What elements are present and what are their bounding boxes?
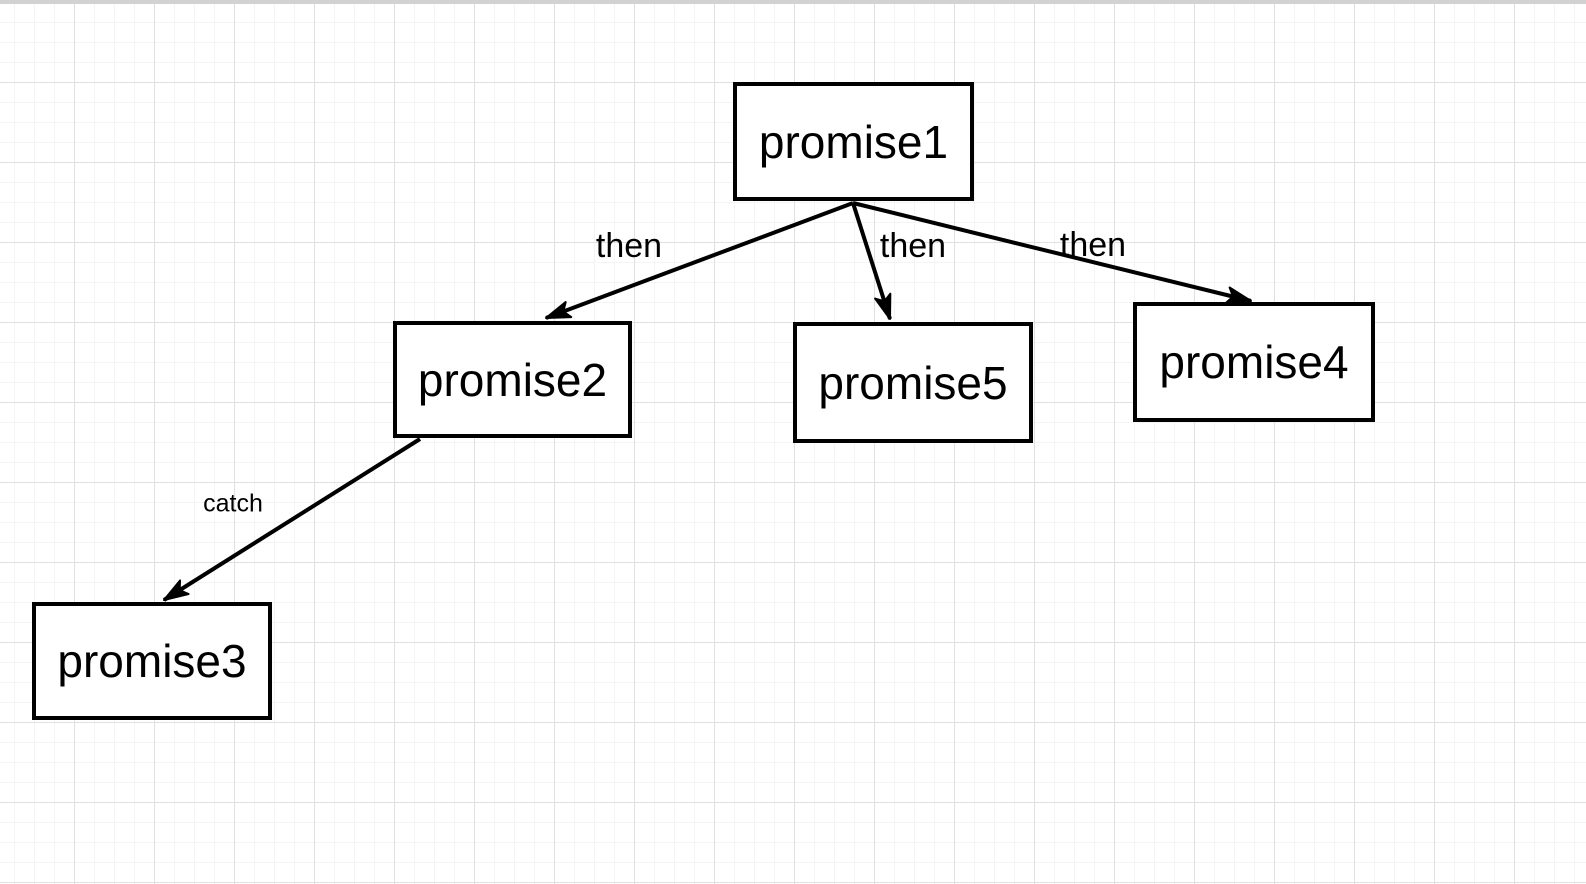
node-promise2-label: promise2	[417, 353, 608, 406]
node-promise3[interactable]: promise3	[32, 602, 272, 720]
edge-catch-promise2-promise3[interactable]	[162, 437, 422, 602]
edge-then-promise1-promise5[interactable]	[851, 202, 892, 320]
node-promise5[interactable]: promise5	[793, 322, 1033, 443]
edge-then-promise1-promise4[interactable]	[852, 201, 1252, 305]
node-promise4[interactable]: promise4	[1133, 302, 1375, 422]
edge-label-catch: catch	[203, 489, 263, 518]
edge-label-then-1: then	[595, 227, 663, 265]
node-promise2[interactable]: promise2	[393, 321, 632, 438]
edge-label-then-2: then	[879, 227, 947, 265]
node-promise3-label: promise3	[57, 635, 247, 687]
node-promise1[interactable]: promise1	[733, 82, 974, 201]
canvas-top-edge-strip	[0, 0, 1586, 4]
node-promise1-label: promise1	[758, 115, 949, 168]
edge-then-promise1-promise2[interactable]	[545, 201, 854, 320]
node-promise4-label: promise4	[1159, 336, 1349, 388]
edge-label-then-3: then	[1059, 226, 1127, 264]
node-promise5-label: promise5	[818, 356, 1008, 409]
